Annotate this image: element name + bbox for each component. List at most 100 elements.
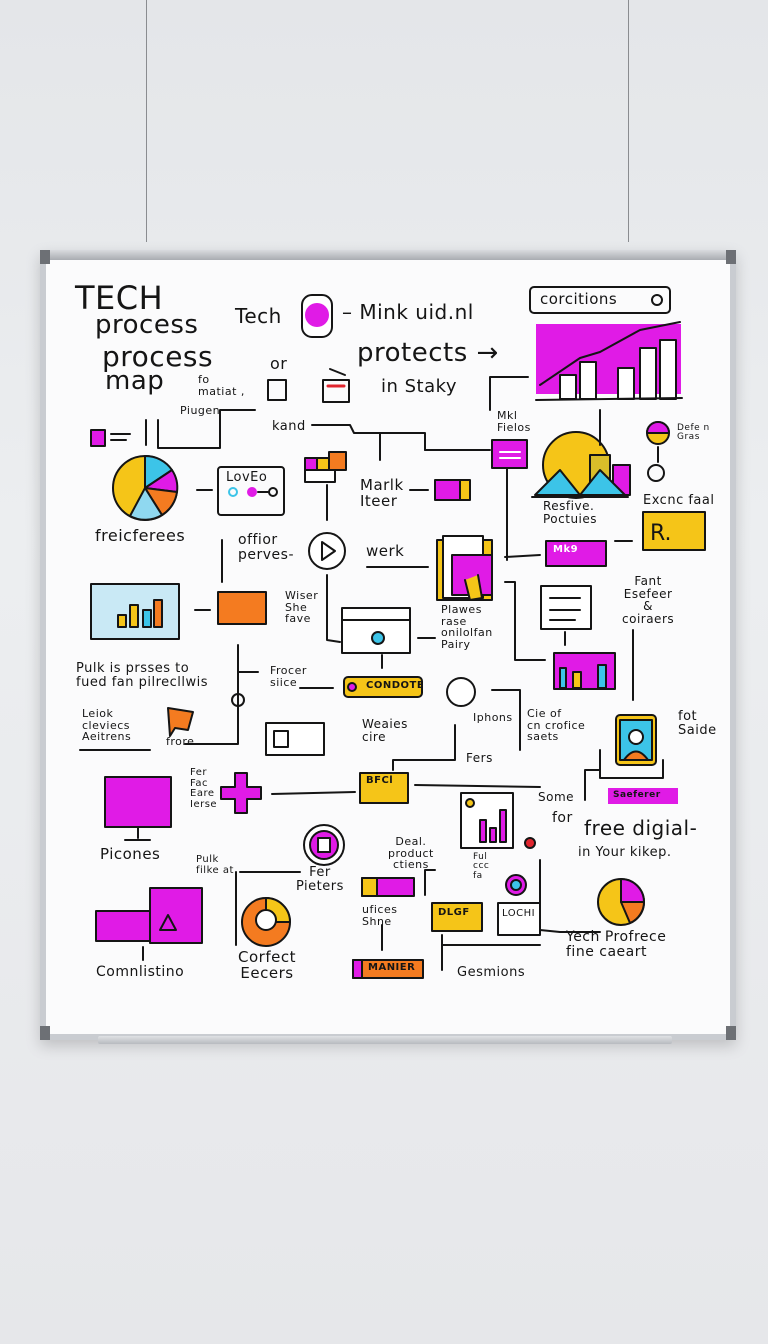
label-ful-ccc: Ful ccc fa [473, 852, 490, 881]
label-fer-fac: Fer Fac Eare Ierse [190, 767, 218, 810]
label-yech-profrece: Yech Profrece fine caeart [566, 929, 667, 960]
label-freicferees: freicferees [95, 526, 186, 545]
label-iphons: Iphons [473, 711, 513, 724]
label-fer-pieters: Fer Pieters [296, 865, 344, 894]
hanging-wire-right [628, 0, 629, 242]
lochi-card [497, 902, 541, 936]
target-ring-icon [241, 897, 291, 947]
label-in-staky: in Staky [381, 376, 458, 397]
title-tech: TECH [75, 279, 164, 317]
small-pie-icon [646, 421, 670, 445]
window-card [341, 607, 411, 654]
label-marlk-iteer: Marlk Iteer [360, 476, 404, 510]
label-pulk-filke: Pulk filke at [196, 854, 234, 876]
label-tech: Tech [235, 304, 282, 328]
label-kand: kand [272, 419, 306, 434]
connector-line [424, 869, 436, 896]
chat-bubble-icon [167, 707, 194, 737]
magenta-square [90, 429, 106, 447]
arrow [329, 368, 346, 376]
connector-line [491, 689, 521, 751]
connector-line [184, 644, 239, 745]
title-map: map [105, 366, 165, 396]
gear-bug-icon [446, 677, 476, 707]
frame-corner [726, 1026, 736, 1040]
blocks-icon [304, 451, 347, 483]
hanging-wire-left [146, 0, 147, 242]
gear-icon [647, 464, 665, 482]
label-pulk-prsses: Pulk is prsses to fued fan pilrecllwis [76, 661, 209, 690]
label-frocer: Frocer siice [270, 664, 307, 689]
computer-icon [104, 776, 172, 841]
label-protects: protects → [357, 338, 499, 368]
connector-line [311, 424, 426, 451]
frame-corner [40, 250, 50, 264]
pink-cards-icon [95, 887, 203, 944]
magenta-chart-icon [553, 652, 616, 690]
frame-corner [40, 1026, 50, 1040]
label-lochi: LOCHI [502, 908, 536, 919]
corcitions-box [529, 286, 671, 314]
connector-line [584, 769, 601, 801]
person-card-icon [267, 379, 287, 401]
label-mkl-fielos: Mkl Fielos [497, 409, 531, 434]
bar-card-icon [460, 792, 514, 849]
title-process-2: process [102, 340, 214, 373]
title-process: process [95, 310, 199, 340]
label-picones: Picones [100, 845, 161, 863]
monitor-icon [322, 379, 350, 403]
connector-line [539, 859, 601, 933]
orange-pie-icon [597, 878, 645, 926]
condote-pill [343, 676, 423, 698]
label-love: LovEo [226, 470, 268, 485]
label-piugen: Piugen [180, 404, 221, 417]
label-werk: werk [366, 542, 405, 560]
plus-icon [220, 772, 262, 814]
label-offior: offior perves- [238, 532, 294, 563]
label-fant: Fant Esefeer & coiraers [622, 574, 675, 626]
chart-card-icon [90, 583, 180, 640]
label-ufices: ufices Shne [362, 903, 398, 928]
document-icon [540, 585, 592, 630]
label-wiser: Wiser She fave [285, 589, 319, 626]
r-card [642, 511, 706, 551]
label-or: or [270, 354, 288, 373]
connector-line [504, 581, 546, 661]
connector-line [489, 376, 529, 411]
label-fers: Fers [466, 751, 493, 765]
arrow [271, 791, 356, 795]
circle-icon [651, 294, 663, 306]
connector-line [157, 409, 256, 449]
label-weaies: Weaies cire [362, 717, 408, 744]
orange-card [217, 591, 267, 625]
label-some: Some [538, 790, 575, 804]
label-comnlistino: Comnlistino [96, 964, 185, 980]
label-cie-of: Cie of cn crofice saets [527, 707, 586, 744]
marker-tray [98, 1036, 672, 1044]
label-plawes: Plawes rase onilolfan Pairy [441, 603, 493, 651]
bar-chart-icon [535, 321, 683, 401]
label-bfcl: BFCl [366, 775, 394, 786]
label-resfive: Resfive. Poctuies [543, 499, 598, 526]
label-mk9: Mk9 [553, 544, 579, 555]
label-dlgf: DLGF [438, 907, 470, 918]
label-frore: frore [166, 735, 195, 748]
connector-line [599, 749, 664, 779]
pin-icon [524, 837, 536, 849]
frame-corner [726, 250, 736, 264]
connector-line [392, 724, 456, 771]
saeferer-tag [608, 788, 678, 804]
svg-text:R.: R. [650, 521, 672, 546]
label-deal-product: Deal. product ctiens [388, 835, 434, 872]
whiteboard-frame-top [44, 250, 734, 260]
form-card-icon [491, 439, 528, 469]
bfcl-card [359, 772, 409, 804]
label-fot-saide: fot Saide [678, 709, 717, 738]
label-defe-gras: Defe n Gras [677, 423, 710, 443]
label-in-your-kikep: in Your kikep. [578, 845, 672, 860]
label-corfect: Corfect Eecers [238, 948, 296, 982]
label-excnc-faal: Excnc faal [643, 493, 715, 508]
label-manier: MANIER [368, 962, 416, 973]
city-landscape-icon [531, 431, 631, 499]
